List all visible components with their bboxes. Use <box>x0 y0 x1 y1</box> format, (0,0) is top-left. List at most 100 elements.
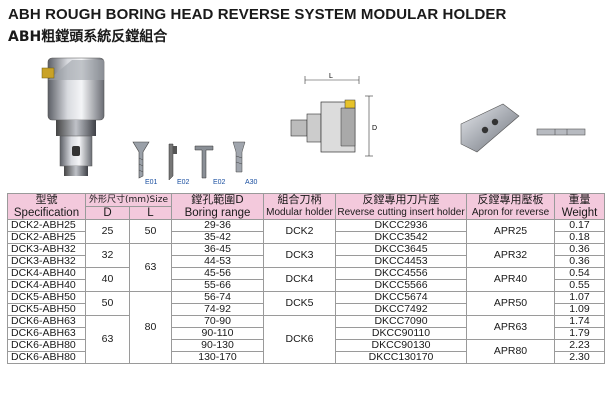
table-row: DCK4-ABH40 40 45-56 DCK4 DKCC4556 APR40 … <box>7 267 606 292</box>
cell-insert: DKCC5566 <box>335 279 468 292</box>
cell-spec: DCK6-ABH80 <box>7 351 86 364</box>
cell-d: 50 <box>85 291 130 316</box>
cell-spec: DCK6-ABH63 <box>7 315 86 328</box>
technical-drawing: L D <box>290 73 377 157</box>
cell-boring: 90-130 <box>171 339 265 352</box>
cell-boring: 70-90 <box>171 315 265 328</box>
accessories-image: E01 E02 E02 A30 <box>132 141 258 186</box>
cell-boring: 35-42 <box>171 231 265 244</box>
cell-boring: 130-170 <box>171 351 265 364</box>
header-dims: 外形尺寸(mm)Size <box>84 193 173 207</box>
cell-l: 50 <box>128 219 173 244</box>
cell-spec: DCK6-ABH80 <box>7 339 86 352</box>
cell-spec: DCK4-ABH40 <box>7 279 86 292</box>
cell-apron: APR63 <box>466 315 556 340</box>
boring-head-image <box>41 57 105 176</box>
cell-insert: DKCC90110 <box>335 327 468 340</box>
cell-spec: DCK4-ABH40 <box>7 267 86 280</box>
wrench-icon <box>168 143 177 181</box>
table-row: DCK2-ABH25 25 50 29-36 DCK2 DKCC2936 APR… <box>7 219 606 244</box>
spec-table: 型號 Specification 外形尺寸(mm)Size 鏜孔範圍D Bori… <box>7 193 606 364</box>
cell-insert: DKCC3645 <box>335 243 468 256</box>
dim-l-label: L <box>329 73 333 80</box>
cell-boring: 36-45 <box>171 243 265 256</box>
header-l: L <box>128 206 173 220</box>
cell-apron: APR32 <box>466 243 556 268</box>
accessory-label-4: A30 <box>245 179 258 186</box>
cell-weight: 0.36 <box>554 243 606 256</box>
cell-weight: 0.18 <box>554 231 606 244</box>
header-spec: 型號 Specification <box>7 193 86 220</box>
cell-apron: APR50 <box>466 291 556 316</box>
clamp-screw-icon <box>232 141 246 173</box>
cell-weight: 0.54 <box>554 267 606 280</box>
cell-d: 63 <box>85 315 130 364</box>
cell-spec: DCK6-ABH63 <box>7 327 86 340</box>
cell-boring: 56-74 <box>171 291 265 304</box>
cell-weight: 2.23 <box>554 339 606 352</box>
header-apron: 反鏜專用壓板 Apron for reverse <box>466 193 556 220</box>
accessory-label-1: E01 <box>145 179 158 186</box>
cell-holder: DCK4 <box>263 267 337 292</box>
dim-d-label: D <box>372 125 377 132</box>
table-row: DCK6-ABH63 90-110 DKCC90110 1.79 <box>7 327 606 340</box>
table-row: DCK5-ABH50 74-92 DKCC7492 1.09 <box>7 303 606 316</box>
cell-insert: DKCC7090 <box>335 315 468 328</box>
cell-insert: DKCC4453 <box>335 255 468 268</box>
cell-insert: DKCC3542 <box>335 231 468 244</box>
cell-boring: 74-92 <box>171 303 265 316</box>
table-row: DCK6-ABH80 90-130 DKCC90130 APR80 2.23 <box>7 339 606 364</box>
cell-boring: 45-56 <box>171 267 265 280</box>
cell-weight: 1.09 <box>554 303 606 316</box>
t-key-icon <box>194 145 214 179</box>
screw-icon <box>132 141 150 179</box>
cell-spec: DCK5-ABH50 <box>7 291 86 304</box>
cell-apron: APR40 <box>466 267 556 292</box>
accessory-label-3: E02 <box>213 179 226 186</box>
cell-d: 25 <box>85 219 130 244</box>
cell-holder: DCK3 <box>263 243 337 268</box>
header-insert: 反鏜專用刀片座 Reverse cutting insert holder <box>335 193 468 220</box>
cell-spec: DCK2-ABH25 <box>7 231 86 244</box>
header-weight: 重量 Weight <box>554 193 606 220</box>
cell-boring: 55-66 <box>171 279 265 292</box>
header-d: D <box>85 206 130 220</box>
cell-insert: DKCC90130 <box>335 339 468 352</box>
cell-spec: DCK3-ABH32 <box>7 243 86 256</box>
table-row: DCK4-ABH40 55-66 DKCC5566 0.55 <box>7 279 606 292</box>
title-en: ABH ROUGH BORING HEAD REVERSE SYSTEM MOD… <box>8 6 507 23</box>
cell-l: 63 <box>128 243 173 292</box>
table-subheader-row: D L <box>8 206 605 220</box>
cell-insert: DKCC4556 <box>335 267 468 280</box>
cell-weight: 1.07 <box>554 291 606 304</box>
cell-weight: 0.36 <box>554 255 606 268</box>
cell-d: 40 <box>85 267 130 292</box>
table-row: DCK6-ABH80 130-170 DKCC130170 2.30 <box>7 351 606 364</box>
cell-apron: APR25 <box>466 219 556 244</box>
cell-holder: DCK2 <box>263 219 337 244</box>
cell-l: 80 <box>128 291 173 364</box>
apron-side-view <box>536 128 586 136</box>
table-header-row: 型號 Specification 外形尺寸(mm)Size 鏜孔範圍D Bori… <box>7 193 606 220</box>
cell-weight: 1.79 <box>554 327 606 340</box>
table-row: DCK5-ABH50 50 80 56-74 DCK5 DKCC5674 APR… <box>7 291 606 364</box>
cell-holder: DCK6 <box>263 315 337 364</box>
cell-weight: 0.55 <box>554 279 606 292</box>
cell-insert: DKCC7492 <box>335 303 468 316</box>
cell-boring: 90-110 <box>171 327 265 340</box>
cell-boring: 29-36 <box>171 219 265 232</box>
cell-holder: DCK5 <box>263 291 337 316</box>
cell-weight: 2.30 <box>554 351 606 364</box>
cell-spec: DCK2-ABH25 <box>7 219 86 232</box>
header-holder: 組合刀柄 Modular holder <box>263 193 337 220</box>
header-boring: 鏜孔範圍D Boring range <box>171 193 265 220</box>
cell-spec: DCK5-ABH50 <box>7 303 86 316</box>
cell-boring: 44-53 <box>171 255 265 268</box>
table-row: DCK3-ABH32 32 63 36-45 DCK3 DKCC3645 APR… <box>7 243 606 292</box>
accessory-label-2: E02 <box>177 179 190 186</box>
cell-insert: DKCC130170 <box>335 351 468 364</box>
table-row: DCK6-ABH63 63 70-90 DCK6 DKCC7090 APR63 … <box>7 315 606 364</box>
cell-spec: DCK3-ABH32 <box>7 255 86 268</box>
cell-apron: APR80 <box>466 339 556 364</box>
table-row: DCK3-ABH32 44-53 DKCC4453 0.36 <box>7 255 606 268</box>
